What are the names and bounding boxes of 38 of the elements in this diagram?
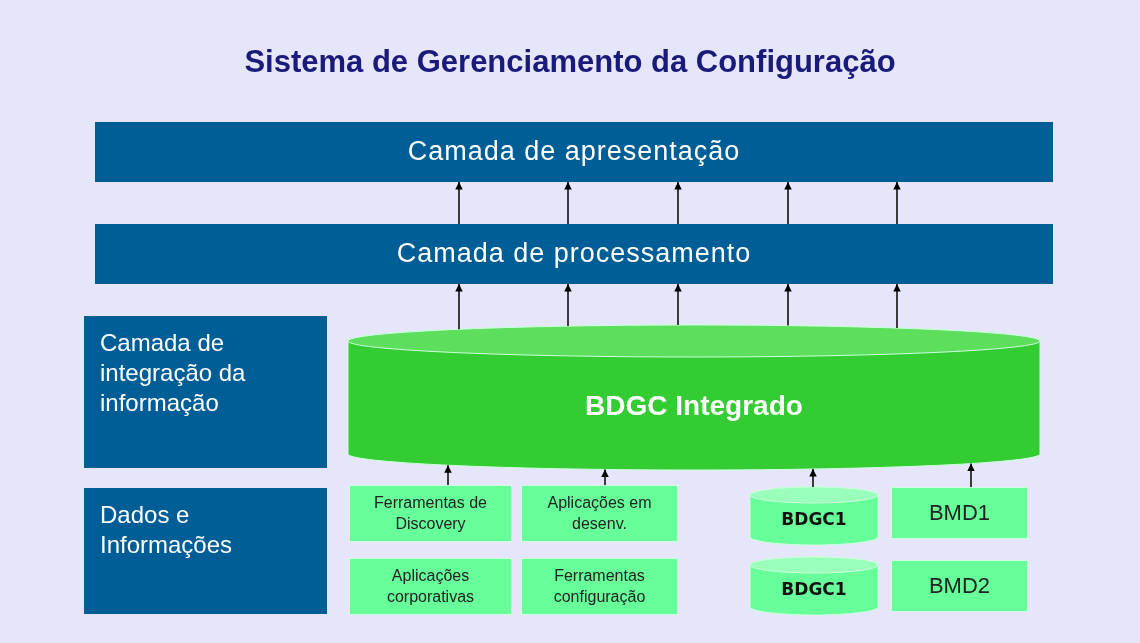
source-box <box>521 558 678 615</box>
arrow <box>674 283 682 326</box>
layer-panel <box>84 488 327 614</box>
database-box <box>891 487 1028 539</box>
source-label: Aplicações corporativas <box>385 565 476 607</box>
layer-label: Camada de processamento <box>396 237 752 271</box>
layer-label: Camada de apresentação <box>407 135 741 169</box>
arrow <box>784 283 792 327</box>
source-box <box>349 558 512 615</box>
source-box <box>521 485 678 542</box>
database-box <box>891 560 1028 612</box>
database-label: BMD2 <box>928 572 991 600</box>
source-box <box>349 485 512 542</box>
database-label: BDGC1 <box>781 509 847 531</box>
arrow <box>601 468 609 486</box>
arrow <box>893 181 901 225</box>
source-label: Aplicações em desenv. <box>546 492 653 534</box>
arrow <box>893 283 901 329</box>
layer-bar <box>95 122 1053 182</box>
database-label: BDGC1 <box>781 579 847 601</box>
database-label: BDGC Integrado <box>585 389 803 423</box>
source-label: Ferramentas configuração <box>552 565 647 607</box>
database-label: BMD1 <box>928 499 991 527</box>
arrow <box>809 468 817 488</box>
layer-bar <box>95 224 1053 284</box>
arrow <box>967 462 975 488</box>
arrow <box>784 181 792 225</box>
layer-label: Camada de integração da informação <box>100 328 247 418</box>
arrow <box>564 181 572 225</box>
diagram-title: Sistema de Gerenciamento da Configuração <box>243 44 897 80</box>
arrow <box>674 181 682 225</box>
arrow <box>455 283 463 330</box>
layer-label: Dados e Informações <box>100 500 234 560</box>
arrow <box>455 181 463 225</box>
layer-panel <box>84 316 327 468</box>
source-label: Ferramentas de Discovery <box>373 492 488 534</box>
arrow <box>564 283 572 327</box>
arrow <box>444 464 452 486</box>
